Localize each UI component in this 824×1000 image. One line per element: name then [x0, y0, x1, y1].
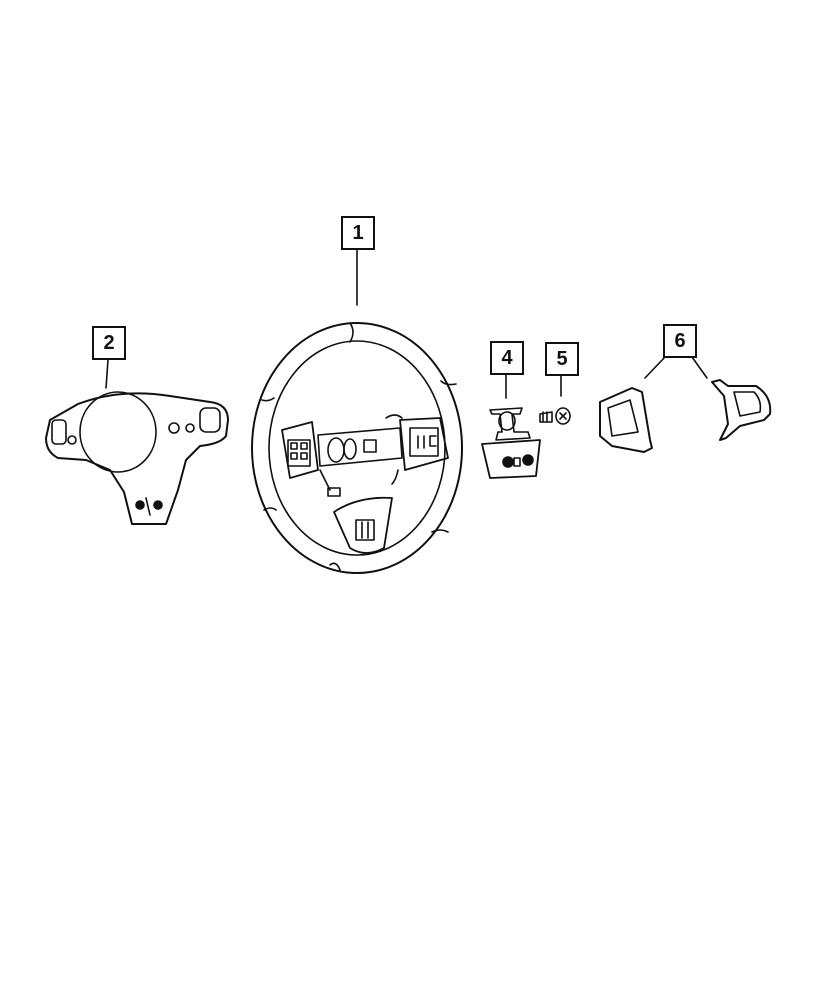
steering-wheel-part: [251, 322, 463, 574]
callout-1-label: 1: [352, 221, 364, 244]
rear-cover-part: [45, 391, 229, 525]
callout-1[interactable]: 1: [341, 216, 375, 250]
bezel-right-part: [711, 379, 772, 441]
callout-5-label: 5: [556, 347, 568, 370]
callout-6[interactable]: 6: [663, 324, 697, 358]
callout-2[interactable]: 2: [92, 326, 126, 360]
callout-4-label: 4: [501, 346, 513, 369]
bezel-left-part: [599, 387, 653, 453]
bracket-part: [481, 407, 541, 479]
callout-4[interactable]: 4: [490, 341, 524, 375]
callout-6-label: 6: [674, 329, 686, 352]
callout-2-label: 2: [103, 331, 115, 354]
screw-part: [539, 407, 571, 425]
leader-line-6a: [644, 356, 666, 379]
callout-5[interactable]: 5: [545, 342, 579, 376]
leader-line-2: [105, 359, 109, 389]
leader-line-6b: [691, 356, 708, 379]
